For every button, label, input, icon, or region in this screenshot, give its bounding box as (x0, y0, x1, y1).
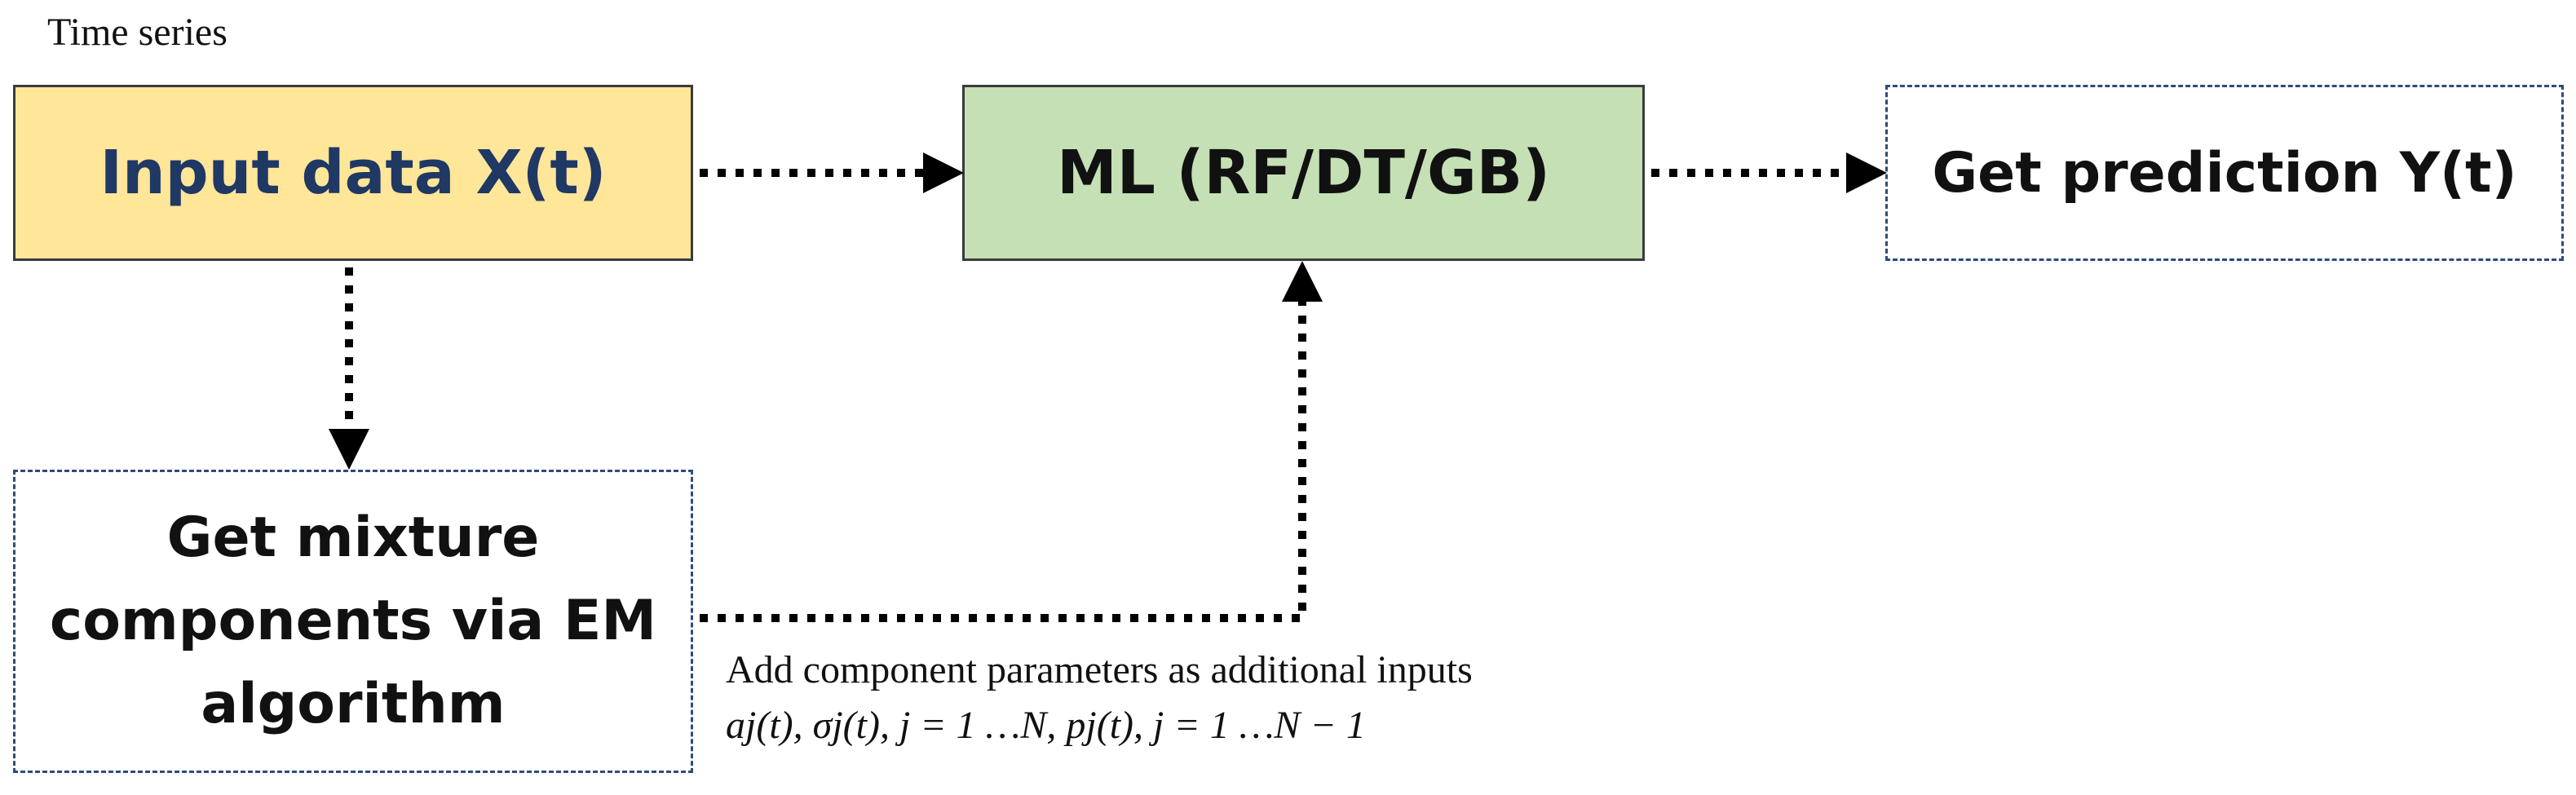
arrow-mixture-to-ml (700, 261, 1323, 622)
mixture-components-box: Get mixture components via EM algorithm (13, 470, 693, 773)
time-series-label: Time series (47, 11, 228, 54)
ml-model-box: ML (RF/DT/GB) (962, 85, 1645, 261)
prediction-box: Get prediction Y(t) (1885, 85, 2564, 261)
input-data-box: Input data X(t) (13, 85, 693, 261)
additional-inputs-note: Add component parameters as additional i… (726, 648, 1473, 691)
parameter-formula: aj(t), σj(t), j = 1 …N, pj(t), j = 1 …N … (726, 704, 1366, 747)
